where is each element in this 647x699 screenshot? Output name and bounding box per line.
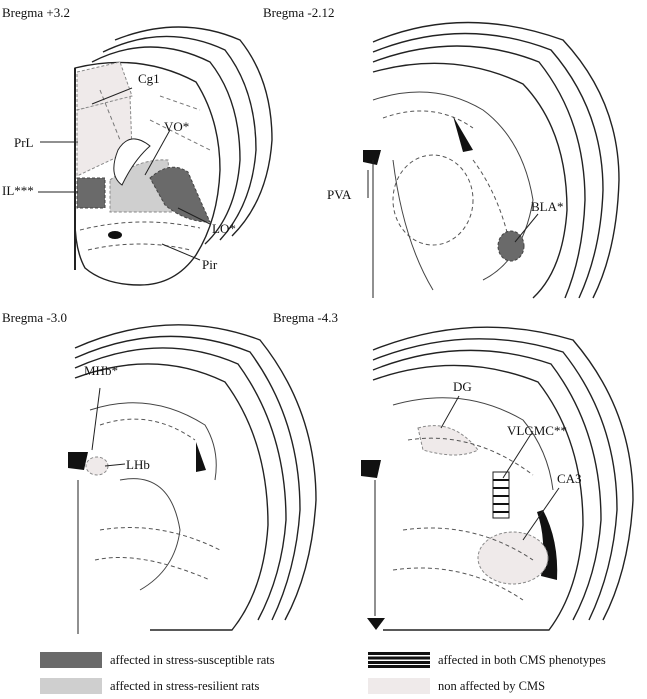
label-ca3: CA3 <box>557 471 582 486</box>
legend: affected in stress-susceptible rats affe… <box>0 646 647 699</box>
legend-swatch-both <box>368 652 430 668</box>
vlgmc-stripes <box>492 471 510 519</box>
label-dg: DG <box>453 379 472 394</box>
legend-text-susceptible: affected in stress-susceptible rats <box>110 653 275 667</box>
panel-bregma-3-0: Bregma -3.0 MHb* LHb <box>0 300 323 646</box>
label-pir: Pir <box>202 257 218 272</box>
brain-section-bregma-4-3 <box>361 326 634 631</box>
legend-swatch-resilient <box>40 678 102 694</box>
label-cg1: Cg1 <box>138 71 160 86</box>
brain-section-bregma-2-12 <box>363 21 620 299</box>
panel-title: Bregma -2.12 <box>263 5 335 20</box>
panel-bregma-2-12: Bregma -2.12 PVA BLA* <box>263 0 647 300</box>
legend-text-resilient: affected in stress-resilient rats <box>110 679 260 693</box>
panel-bregma-4-3: Bregma -4.3 DG VLGMC** CA3 <box>273 300 647 646</box>
label-lhb: LHb <box>126 457 150 472</box>
label-vlgmc: VLGMC** <box>507 423 567 438</box>
legend-swatch-susceptible <box>40 652 102 668</box>
label-lo: LO* <box>212 221 236 236</box>
panel-title: Bregma -3.0 <box>2 310 67 325</box>
label-bla: BLA* <box>531 199 564 214</box>
label-il: IL*** <box>2 183 34 198</box>
brain-section-bregma-3-0 <box>68 324 317 634</box>
label-mhb: MHb* <box>84 363 118 378</box>
label-vo: VO* <box>164 119 190 134</box>
panel-bregma-3-2: Bregma +3.2 Cg1 PrL VO* IL <box>0 0 323 300</box>
panel-title: Bregma +3.2 <box>2 5 70 20</box>
legend-swatch-non-affected <box>368 678 430 694</box>
legend-text-non-affected: non affected by CMS <box>438 679 546 693</box>
legend-text-both: affected in both CMS phenotypes <box>438 653 606 667</box>
label-prl: PrL <box>14 135 34 150</box>
brain-section-bregma-3-2 <box>38 26 273 286</box>
panel-title: Bregma -4.3 <box>273 310 338 325</box>
label-pva: PVA <box>327 187 352 202</box>
